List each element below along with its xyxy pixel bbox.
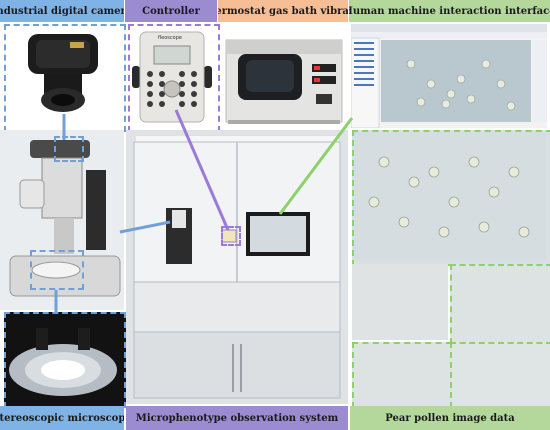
header-hmi: Human machine interaction interface [349,0,550,22]
header-hmi-label: Human machine interaction interface [349,5,550,17]
header-vibrator: Thermostat gas bath vibrator [218,0,348,22]
pollen-image-4 [352,342,452,408]
stage-closeup-illustration [9,328,117,396]
footer-system-label: Microphenotype observation system [135,412,339,424]
camera-photo [4,24,126,132]
hmi-illustration [351,24,547,128]
microscope-camera-highlight [54,136,84,162]
vibrator-illustration [225,39,343,124]
hmi-screenshot [351,24,547,128]
controller-photo: fleoscope [128,24,220,132]
footer-microscope: Stereoscopic microscope [0,406,124,430]
system-photo [126,130,348,404]
header-camera-label: Industrial digital camera [0,5,124,17]
camera-illustration [28,34,98,112]
header-controller: Controller [125,0,217,22]
pollen-image-2 [352,264,448,340]
pollen-image-5 [450,342,550,408]
header-vibrator-label: Thermostat gas bath vibrator [218,5,348,17]
microscope-photo [0,130,124,310]
controller-highlight [221,226,241,246]
controller-illustration [132,31,212,123]
footer-pollen-label: Pear pollen image data [385,412,515,424]
vibrator-photo [220,24,348,128]
microscope-illustration [9,140,121,297]
microscope-stage-highlight [30,250,84,290]
header-camera: Industrial digital camera [0,0,124,22]
footer-microscope-label: Stereoscopic microscope [0,412,124,424]
controller-brand: fleoscope [158,35,182,41]
pollen-image-3 [450,264,550,344]
system-illustration [126,130,348,404]
pollen-large-illustration [354,132,546,260]
footer-pollen: Pear pollen image data [350,406,550,430]
stage-closeup-photo [4,312,126,408]
footer-system: Microphenotype observation system [126,406,348,430]
pollen-image-large [352,130,550,266]
header-controller-label: Controller [142,5,200,17]
